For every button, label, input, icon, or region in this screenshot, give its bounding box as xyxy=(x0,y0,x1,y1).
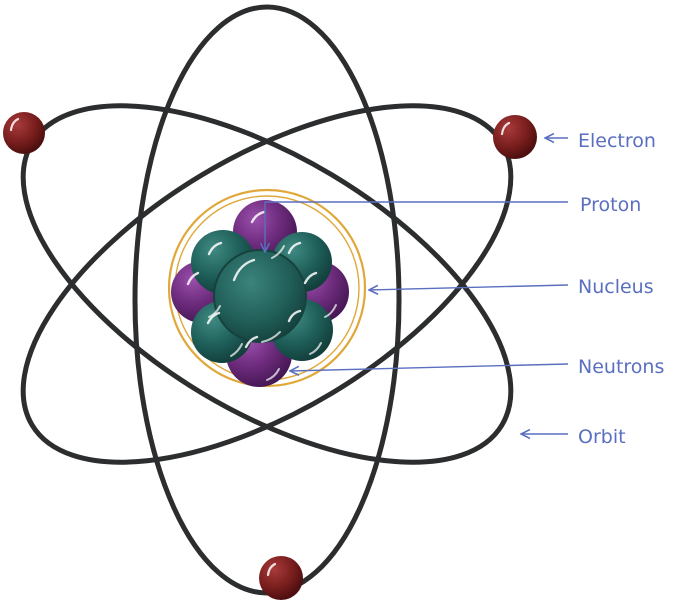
proton-pointer xyxy=(265,201,568,252)
labels: Electron Proton Nucleus Neutrons Orbit xyxy=(578,130,664,448)
electron-highlights xyxy=(9,117,511,577)
particle-shadows xyxy=(208,245,337,381)
label-proton: Proton xyxy=(580,194,641,216)
label-neutrons: Neutrons xyxy=(578,356,664,378)
label-orbit: Orbit xyxy=(578,426,626,448)
label-electron: Electron xyxy=(578,130,656,152)
label-nucleus: Nucleus xyxy=(578,276,654,298)
electron-left xyxy=(3,112,45,154)
nucleus xyxy=(171,200,349,387)
center-neutron-particle xyxy=(213,249,307,343)
pointers xyxy=(265,138,569,434)
electron-right xyxy=(493,115,537,159)
nucleus-pointer xyxy=(369,284,569,290)
neutrons-pointer xyxy=(290,363,569,371)
electron-bottom xyxy=(259,556,303,600)
electrons xyxy=(3,112,537,600)
particle-highlights xyxy=(186,210,318,349)
